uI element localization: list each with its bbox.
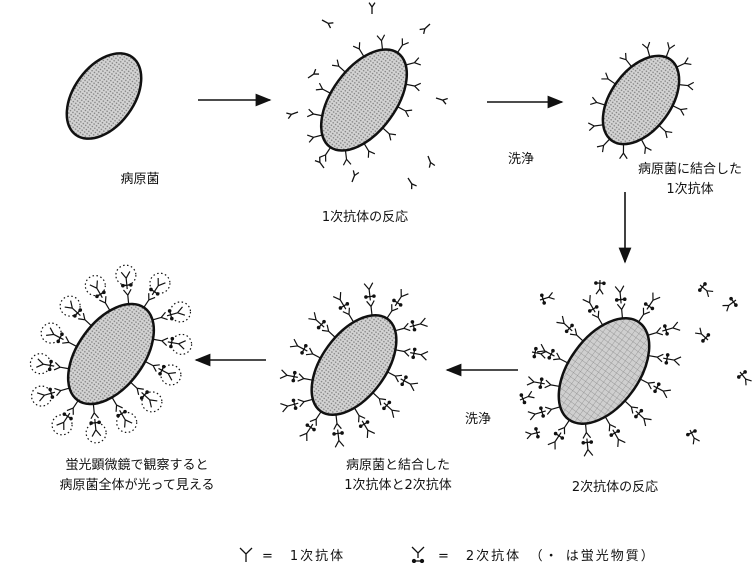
pathogen-cells xyxy=(51,34,695,440)
legend-secondary-glyph xyxy=(412,547,424,563)
label-bound-primary-line1: 病原菌に結合した xyxy=(627,160,753,180)
label-pathogen: 病原菌 xyxy=(90,170,190,190)
label-primary-reaction: 1次抗体の反応 xyxy=(295,208,435,228)
pathogen-cell-1 xyxy=(52,40,157,153)
label-fluorescence: 蛍光顕微鏡で観察すると 病原菌全体が光って見える xyxy=(22,456,252,496)
label-bound-primary: 病原菌に結合した 1次抗体 xyxy=(627,160,753,200)
legend-primary-text: = 1次抗体 xyxy=(262,545,345,564)
fluorescence-glow xyxy=(86,423,106,443)
label-fluorescence-line2: 病原菌全体が光って見える xyxy=(22,476,252,496)
pathogen-cell-2 xyxy=(304,34,424,165)
fluorescence-glow xyxy=(116,265,136,285)
label-bound-both-line2: 1次抗体と2次抗体 xyxy=(318,476,478,496)
label-fluorescence-line1: 蛍光顕微鏡で観察すると xyxy=(22,456,252,476)
legend-primary-glyph xyxy=(240,548,252,562)
label-wash-2: 洗浄 xyxy=(448,410,508,430)
label-bound-both: 病原菌と結合した 1次抗体と2次抗体 xyxy=(318,456,478,496)
pathogen-cell-3 xyxy=(587,42,694,158)
process-arrows xyxy=(196,100,625,370)
fluorescence-glow xyxy=(172,334,192,354)
legend-secondary-text: = 2次抗体 （・ は蛍光物質） xyxy=(438,545,656,564)
fluorescence-glow xyxy=(30,354,50,374)
label-bound-primary-line2: 1次抗体 xyxy=(627,180,753,200)
label-wash-1: 洗浄 xyxy=(491,150,551,170)
label-bound-both-line1: 病原菌と結合した xyxy=(318,456,478,476)
label-secondary-reaction: 2次抗体の反応 xyxy=(545,478,685,498)
